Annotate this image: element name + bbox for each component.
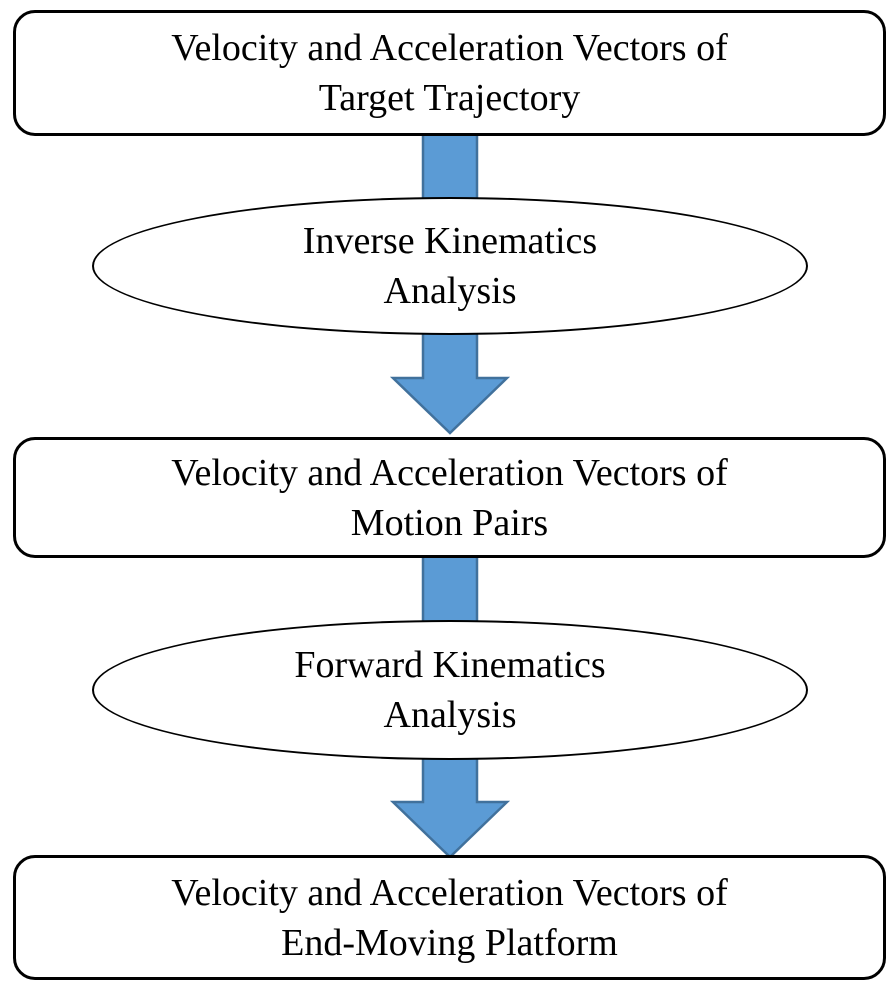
node-text-line-1: Velocity and Acceleration Vectors of — [171, 451, 728, 494]
node-text-line-1: Forward Kinematics — [294, 644, 606, 686]
node-inverse-kinematics: Inverse Kinematics Analysis — [92, 197, 808, 335]
node-motion-pairs: Velocity and Acceleration Vectors of Mot… — [13, 437, 886, 558]
node-text-line-2: End-Moving Platform — [281, 921, 618, 964]
node-text-line-2: Motion Pairs — [350, 501, 549, 544]
node-target-trajectory: Velocity and Acceleration Vectors of Tar… — [13, 10, 886, 136]
node-text-line-2: Analysis — [383, 270, 517, 312]
node-text-line-2: Target Trajectory — [318, 77, 581, 119]
node-end-moving-platform: Velocity and Acceleration Vectors of End… — [13, 855, 886, 980]
node-text-line-2: Analysis — [383, 694, 517, 736]
node-text-line-1: Inverse Kinematics — [302, 220, 598, 262]
node-text-line-1: Velocity and Acceleration Vectors of — [171, 27, 728, 69]
node-forward-kinematics: Forward Kinematics Analysis — [92, 620, 808, 760]
node-text-line-1: Velocity and Acceleration Vectors of — [171, 871, 728, 914]
